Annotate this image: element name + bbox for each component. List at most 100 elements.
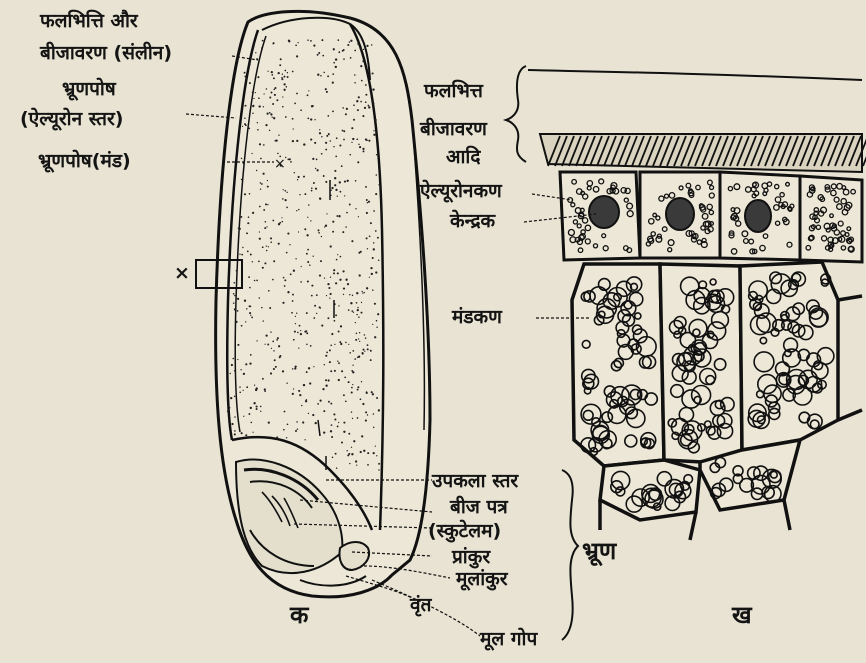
stipple-dot [250, 354, 252, 356]
label-etc: आदि [446, 146, 480, 168]
stipple-dot [231, 364, 233, 366]
stipple-dot [350, 302, 352, 304]
stipple-dot [272, 279, 274, 281]
stipple-dot [339, 144, 341, 146]
stipple-dot [235, 321, 237, 323]
stipple-dot [298, 390, 300, 392]
stipple-dot [363, 150, 365, 152]
stipple-dot [345, 113, 347, 115]
stipple-dot [260, 411, 261, 412]
stipple-dot [234, 308, 236, 310]
stipple-dot [351, 391, 353, 393]
stipple-dot [240, 216, 242, 218]
stipple-dot [292, 300, 294, 302]
stipple-dot [352, 384, 353, 385]
stipple-dot [362, 403, 364, 405]
stipple-dot [348, 381, 350, 383]
stipple-dot [250, 407, 252, 409]
stipple-dot [312, 158, 314, 160]
stipple-dot [338, 51, 340, 53]
stipple-dot [334, 177, 336, 179]
stipple-dot [254, 280, 256, 282]
stipple-dot [351, 447, 352, 448]
stipple-dot [317, 403, 319, 405]
stipple-dot [359, 332, 360, 333]
stipple-dot [345, 400, 347, 402]
stipple-dot [375, 230, 377, 232]
stipple-dot [333, 62, 335, 64]
stipple-dot [356, 314, 357, 315]
stipple-dot [357, 417, 359, 419]
stipple-dot [306, 344, 308, 346]
stipple-dot [295, 316, 296, 317]
stipple-dot [330, 403, 332, 405]
stipple-dot [358, 96, 360, 98]
stipple-dot [307, 118, 309, 120]
stipple-dot [300, 109, 302, 111]
stipple-dot [233, 293, 235, 295]
stipple-dot [253, 402, 255, 404]
stipple-dot [371, 44, 372, 45]
stipple-dot [307, 39, 309, 41]
stipple-dot [360, 451, 362, 453]
stipple-dot [367, 348, 369, 350]
stipple-dot [256, 408, 258, 410]
stipple-dot [295, 323, 296, 324]
stipple-dot [298, 176, 300, 178]
stipple-dot [244, 193, 246, 195]
stipple-dot [342, 231, 344, 233]
stipple-dot [328, 379, 330, 381]
stipple-dot [352, 295, 353, 296]
stipple-dot [227, 410, 229, 412]
stipple-dot [366, 199, 368, 201]
stipple-dot [335, 453, 337, 455]
stipple-dot [284, 190, 286, 192]
stipple-dot [357, 309, 359, 311]
stipple-dot [306, 253, 308, 255]
stipple-dot [284, 285, 286, 287]
stipple-dot [335, 314, 337, 316]
stipple-dot [234, 295, 235, 296]
stipple-dot [286, 192, 287, 193]
stipple-dot [360, 398, 362, 400]
label-plumule: प्रांकुर [452, 546, 490, 568]
stipple-dot [377, 237, 379, 239]
stipple-dot [306, 332, 308, 334]
stipple-dot [272, 220, 274, 222]
stipple-dot [342, 107, 344, 109]
stipple-dot [349, 204, 351, 206]
stipple-dot [269, 112, 271, 114]
stipple-dot [362, 352, 364, 354]
stipple-dot [331, 187, 333, 189]
stipple-dot [287, 291, 289, 293]
stipple-dot [267, 113, 269, 115]
stipple-dot [376, 174, 378, 176]
stipple-dot [330, 293, 332, 295]
stipple-dot [237, 359, 238, 360]
stipple-dot [331, 424, 333, 426]
stipple-dot [339, 181, 341, 183]
stipple-dot [282, 106, 284, 108]
stipple-dot [237, 344, 239, 346]
stipple-dot [322, 55, 324, 57]
stipple-dot [337, 196, 338, 197]
stipple-dot [328, 287, 330, 289]
stipple-dot [301, 405, 302, 406]
stipple-dot [278, 243, 280, 245]
stipple-dot [255, 92, 256, 93]
stipple-dot [311, 295, 313, 297]
stipple-dot [287, 72, 288, 73]
stipple-dot [362, 293, 363, 294]
stipple-dot [367, 464, 369, 466]
stipple-dot [367, 248, 368, 249]
stipple-dot [332, 231, 334, 233]
stipple-dot [263, 144, 265, 146]
stipple-dot [334, 344, 335, 345]
stipple-dot [372, 324, 373, 325]
stipple-dot [345, 226, 347, 228]
stipple-dot [364, 351, 365, 352]
stipple-dot [256, 387, 258, 389]
stipple-dot [357, 161, 359, 163]
stipple-dot [326, 91, 328, 93]
stipple-dot [297, 428, 299, 430]
